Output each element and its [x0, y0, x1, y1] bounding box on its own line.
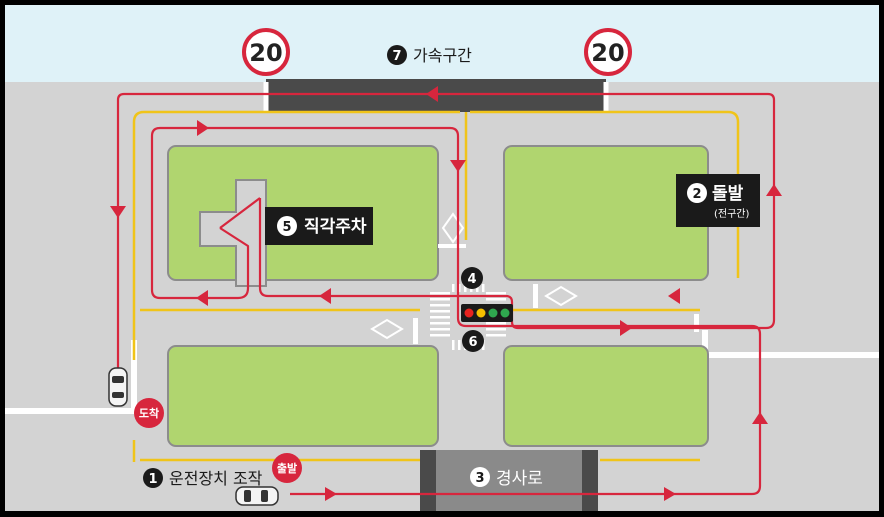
- section-number: 4: [467, 272, 476, 287]
- section-number: 2: [692, 187, 701, 202]
- traffic-light: [461, 304, 513, 322]
- section-number: 7: [392, 49, 401, 64]
- section-label: 운전장치 조작: [169, 469, 263, 488]
- section-number: 5: [282, 220, 291, 235]
- sky-strip: [5, 5, 879, 82]
- section-number: 3: [475, 471, 484, 486]
- section-sublabel: (전구간): [714, 208, 750, 220]
- speed-limit-sign-right: 20: [584, 28, 632, 76]
- green-light: [488, 308, 498, 318]
- green-light: [500, 308, 510, 318]
- section-label: 돌발: [712, 184, 744, 204]
- route-path: [116, 92, 776, 496]
- section-number: 6: [468, 335, 477, 350]
- arrival-badge: 도착: [134, 398, 164, 428]
- section-7-label: 7 가속구간: [387, 45, 472, 65]
- diamond-markings: [370, 212, 578, 340]
- route-arrows: [110, 86, 782, 501]
- speed-limit-value: 20: [591, 39, 624, 67]
- yellow-light: [476, 308, 486, 318]
- red-light: [464, 308, 474, 318]
- section-4-marker: 4: [461, 267, 483, 289]
- section-5-label: 5 직각주차: [265, 207, 373, 245]
- section-3-label: 3 경사로: [470, 467, 543, 489]
- slope-ramp: [436, 450, 582, 511]
- start-label: 출발: [277, 461, 297, 475]
- section-label: 가속구간: [413, 46, 472, 65]
- start-badge: 출발: [272, 453, 302, 483]
- section-6-marker: 6: [462, 330, 484, 352]
- speed-limit-value: 20: [249, 39, 282, 67]
- section-label: 직각주차: [304, 217, 367, 237]
- car-icon-arrival: [108, 367, 128, 407]
- car-icon-start: [235, 486, 279, 506]
- section-number: 1: [148, 472, 157, 487]
- speed-limit-sign-left: 20: [242, 28, 290, 76]
- section-1-label: 1 운전장치 조작: [143, 468, 263, 488]
- arrival-label: 도착: [139, 406, 159, 420]
- section-2-label: 2 돌발 (전구간): [676, 174, 760, 227]
- section-label: 경사로: [496, 469, 543, 489]
